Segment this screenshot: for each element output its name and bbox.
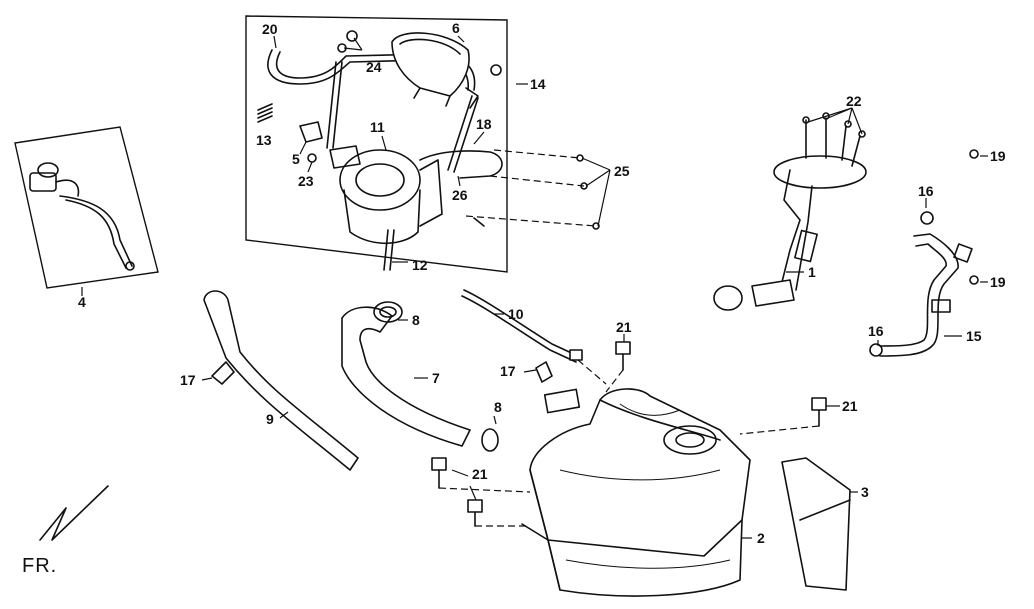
part-15-fuel-pipe — [869, 211, 973, 357]
arrow-icon — [39, 485, 109, 541]
callout-9: 9 — [266, 411, 274, 427]
callout-24: 24 — [366, 59, 382, 75]
callout-21b: 21 — [842, 398, 858, 414]
callout-2: 2 — [757, 530, 765, 546]
bolt-21-right — [811, 397, 827, 427]
part-10-tube — [461, 289, 583, 363]
part-2-fuel-tank — [521, 388, 751, 597]
leader-lines — [201, 35, 988, 539]
callout-4: 4 — [78, 294, 86, 310]
part-3-heat-shield — [781, 457, 851, 591]
part-4-fuel-sender-wire — [14, 126, 159, 296]
bolt-21-left-b — [467, 499, 483, 527]
assembly-lines — [438, 149, 820, 527]
callout-8b: 8 — [494, 399, 502, 415]
callout-16b: 16 — [868, 323, 884, 339]
callout-19b: 19 — [990, 274, 1006, 290]
direction-label: FR. — [22, 555, 57, 577]
callout-21c: 21 — [472, 466, 488, 482]
part-9-drain-hose — [203, 290, 359, 471]
part-7-filler-hose — [341, 301, 499, 452]
callout-10: 10 — [508, 306, 524, 322]
part-1-fuel-pump — [713, 117, 867, 311]
bolt-21-left-a — [431, 457, 447, 489]
callout-14: 14 — [530, 76, 546, 92]
callout-22: 22 — [846, 93, 862, 109]
callout-12: 12 — [412, 257, 428, 273]
callout-5: 5 — [292, 151, 300, 167]
callout-17b: 17 — [500, 363, 516, 379]
callout-6: 6 — [452, 20, 460, 36]
callout-7: 7 — [432, 370, 440, 386]
callout-26: 26 — [452, 187, 468, 203]
callouts: 1 2 3 4 5 6 7 8 8 9 10 11 12 13 14 15 16… — [78, 20, 1006, 546]
callout-18: 18 — [476, 116, 492, 132]
part-17-fittings — [211, 361, 553, 385]
callout-19a: 19 — [990, 148, 1006, 164]
callout-20: 20 — [262, 21, 278, 37]
callout-3: 3 — [861, 484, 869, 500]
callout-23: 23 — [298, 173, 314, 189]
bolt-21-top — [615, 341, 631, 371]
filler-neck-assembly — [245, 15, 508, 273]
callout-17a: 17 — [180, 372, 196, 388]
front-direction-marker: FR. — [22, 485, 109, 577]
callout-15: 15 — [966, 328, 982, 344]
callout-21a: 21 — [616, 319, 632, 335]
callout-25: 25 — [614, 163, 630, 179]
callout-13: 13 — [256, 132, 272, 148]
callout-8a: 8 — [412, 312, 420, 328]
callout-1: 1 — [808, 264, 816, 280]
callout-11: 11 — [370, 119, 385, 135]
callout-16a: 16 — [918, 183, 934, 199]
